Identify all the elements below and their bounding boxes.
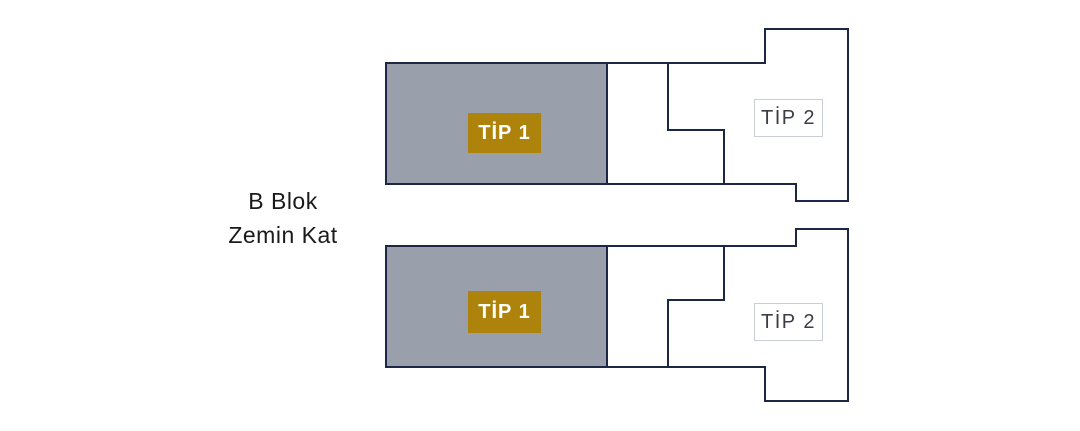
top-tip1-badge[interactable]: TİP 1	[468, 113, 541, 153]
bottom-tip2-label[interactable]: TİP 2	[754, 303, 823, 341]
top-tip2-label[interactable]: TİP 2	[754, 99, 823, 137]
top-interior-partition-line	[667, 64, 725, 183]
bottom-tip1-badge[interactable]: TİP 1	[468, 291, 541, 333]
block-title: B Blok Zemin Kat	[213, 184, 353, 252]
block-title-line2: Zemin Kat	[228, 222, 338, 248]
block-title-line1: B Blok	[248, 188, 318, 214]
bottom-interior-partition-line	[667, 247, 725, 366]
bottom-floor-plan	[385, 228, 849, 402]
